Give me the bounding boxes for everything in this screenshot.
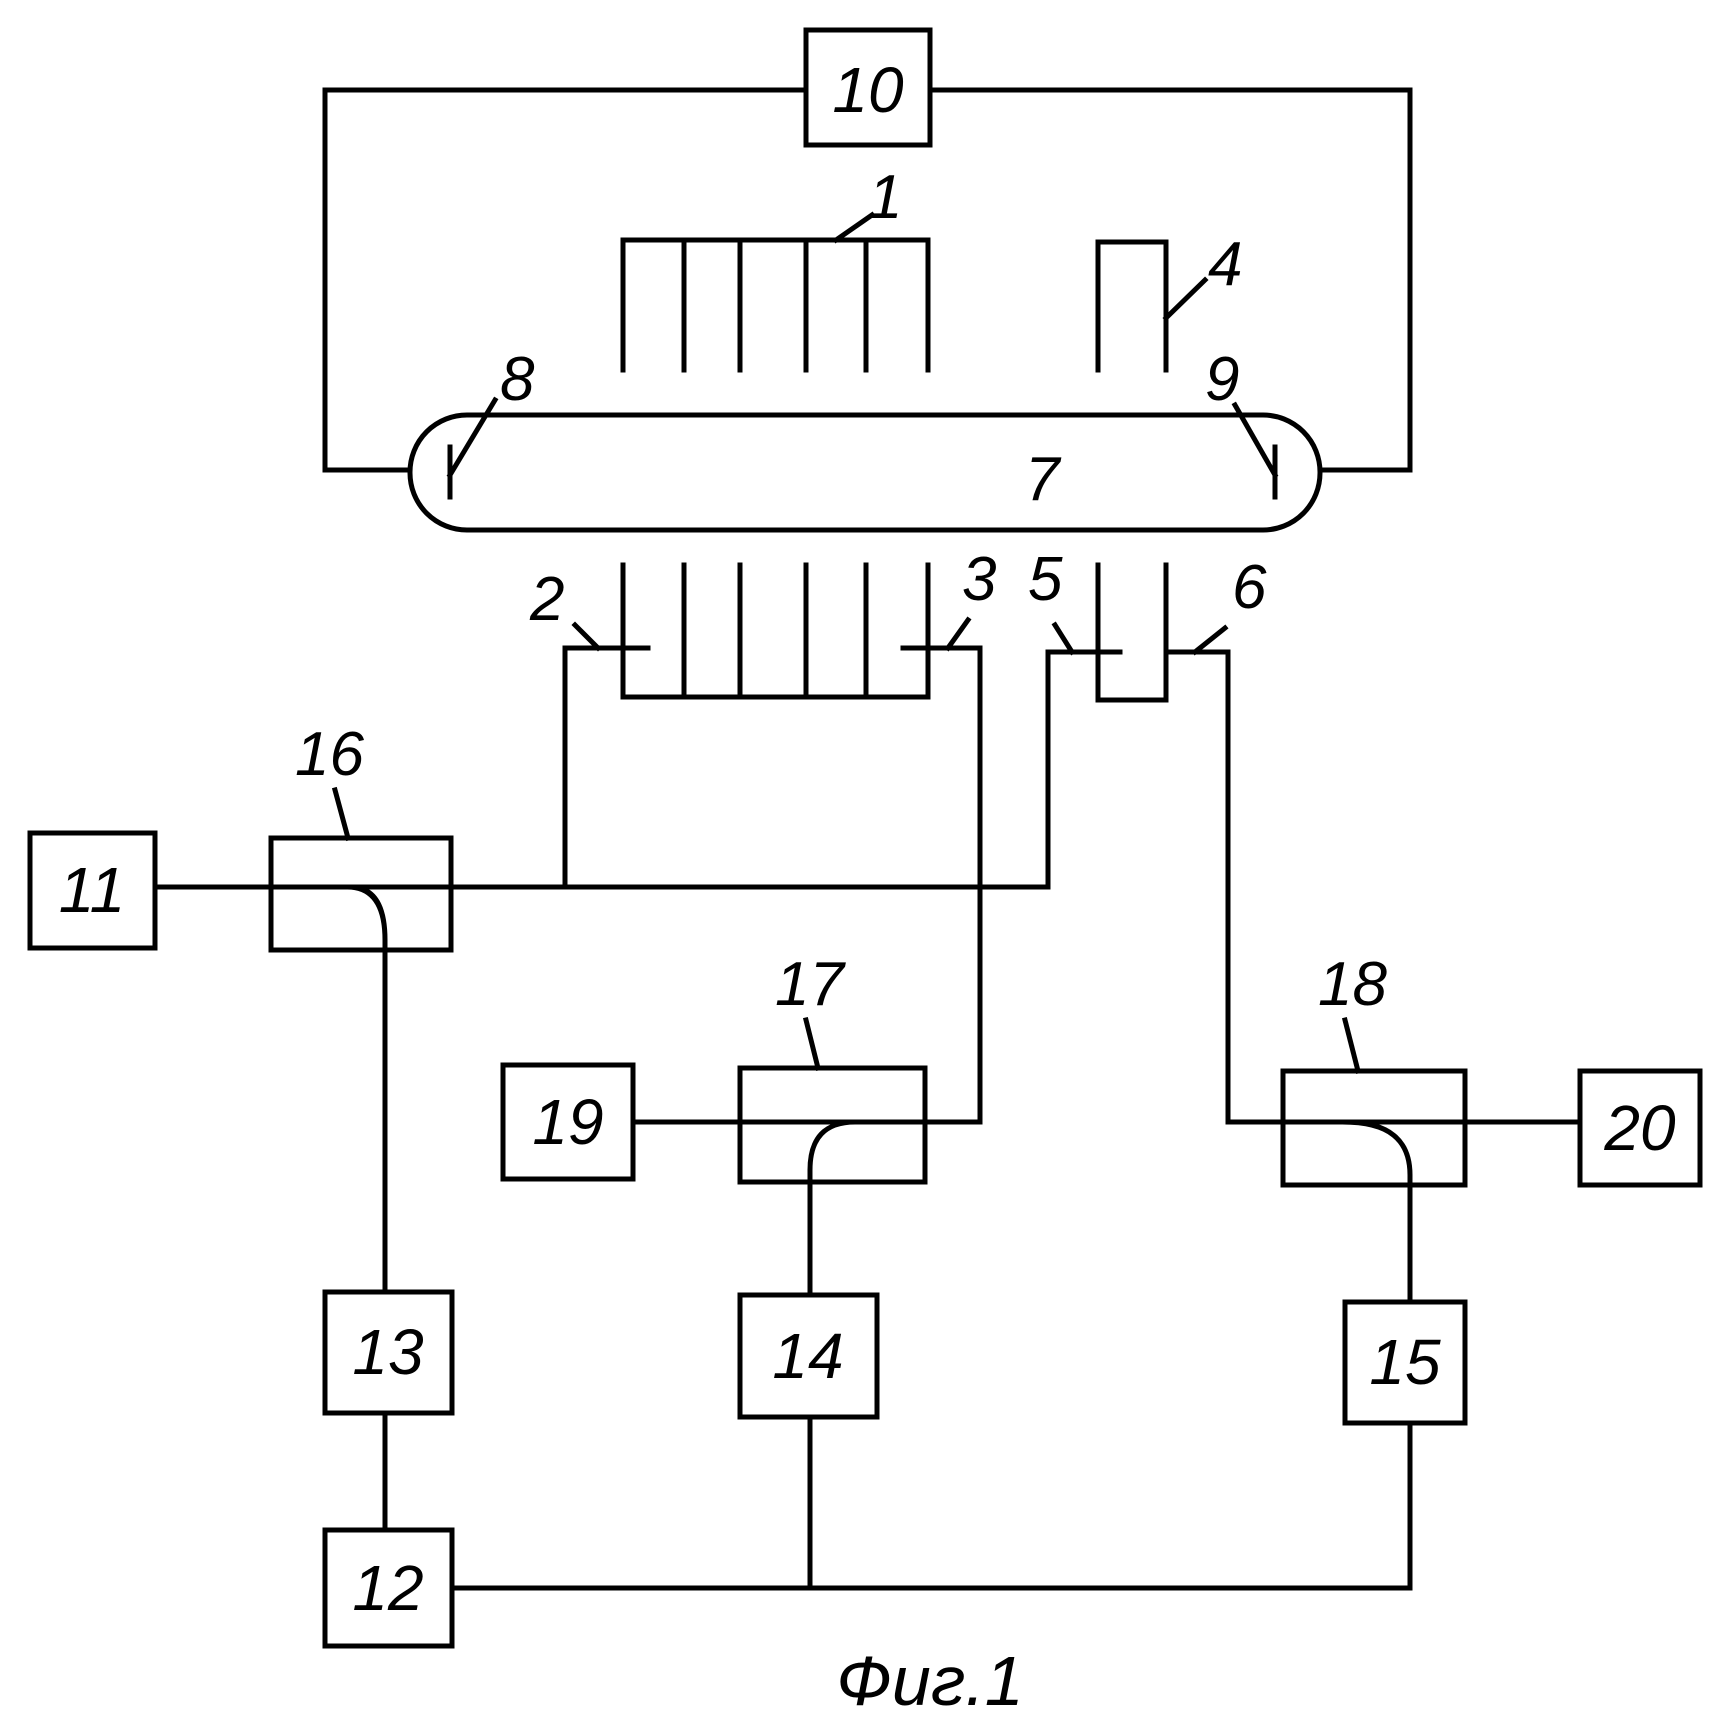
label-17: 17 bbox=[775, 950, 846, 1019]
leader-17 bbox=[806, 1020, 818, 1068]
leader-5 bbox=[1055, 625, 1072, 652]
leader-1 bbox=[836, 215, 872, 240]
coupler-16 bbox=[271, 838, 451, 950]
label-18: 18 bbox=[1318, 950, 1387, 1019]
block-15: 15 bbox=[1345, 1302, 1465, 1423]
block-12-label: 12 bbox=[352, 1552, 423, 1624]
leader-18 bbox=[1345, 1020, 1358, 1071]
block-20: 20 bbox=[1580, 1071, 1700, 1185]
leader-6 bbox=[1195, 628, 1225, 652]
comb-1-upper bbox=[623, 240, 928, 370]
leader-16 bbox=[335, 790, 348, 838]
block-14-label: 14 bbox=[772, 1320, 843, 1392]
label-1: 1 bbox=[868, 163, 902, 232]
comb-lower bbox=[623, 565, 928, 697]
block-10-label: 10 bbox=[832, 54, 904, 126]
label-9: 9 bbox=[1205, 345, 1239, 414]
block-15-label: 15 bbox=[1369, 1326, 1441, 1398]
label-5: 5 bbox=[1028, 545, 1063, 614]
label-16: 16 bbox=[295, 720, 364, 789]
label-4: 4 bbox=[1208, 230, 1242, 299]
resonator-lower bbox=[1098, 565, 1166, 700]
block-19-label: 19 bbox=[532, 1086, 603, 1158]
wire-6-to-18 bbox=[1166, 652, 1283, 1122]
tube-7 bbox=[410, 415, 1320, 530]
leader-4 bbox=[1166, 280, 1205, 318]
block-20-label: 20 bbox=[1603, 1092, 1676, 1164]
leader-3 bbox=[948, 620, 968, 648]
block-14: 14 bbox=[740, 1295, 877, 1417]
label-6: 6 bbox=[1232, 553, 1267, 622]
label-3: 3 bbox=[962, 545, 996, 614]
label-8: 8 bbox=[500, 345, 535, 414]
block-19: 19 bbox=[503, 1065, 633, 1179]
label-2: 2 bbox=[529, 565, 564, 634]
block-13-label: 13 bbox=[352, 1316, 424, 1388]
leader-8 bbox=[450, 400, 495, 475]
resonator-4-upper bbox=[1098, 242, 1166, 370]
block-11-label: 11 bbox=[59, 854, 125, 926]
block-13: 13 bbox=[325, 1292, 452, 1413]
wire-12-bus bbox=[452, 1423, 1410, 1588]
block-10: 10 bbox=[806, 30, 930, 145]
figure-caption: Фиг.1 bbox=[836, 1642, 1023, 1720]
block-11: 11 bbox=[30, 833, 155, 948]
wire-2 bbox=[565, 648, 623, 887]
leader-2 bbox=[575, 625, 598, 648]
label-7: 7 bbox=[1025, 445, 1062, 514]
block-12: 12 bbox=[325, 1530, 452, 1646]
